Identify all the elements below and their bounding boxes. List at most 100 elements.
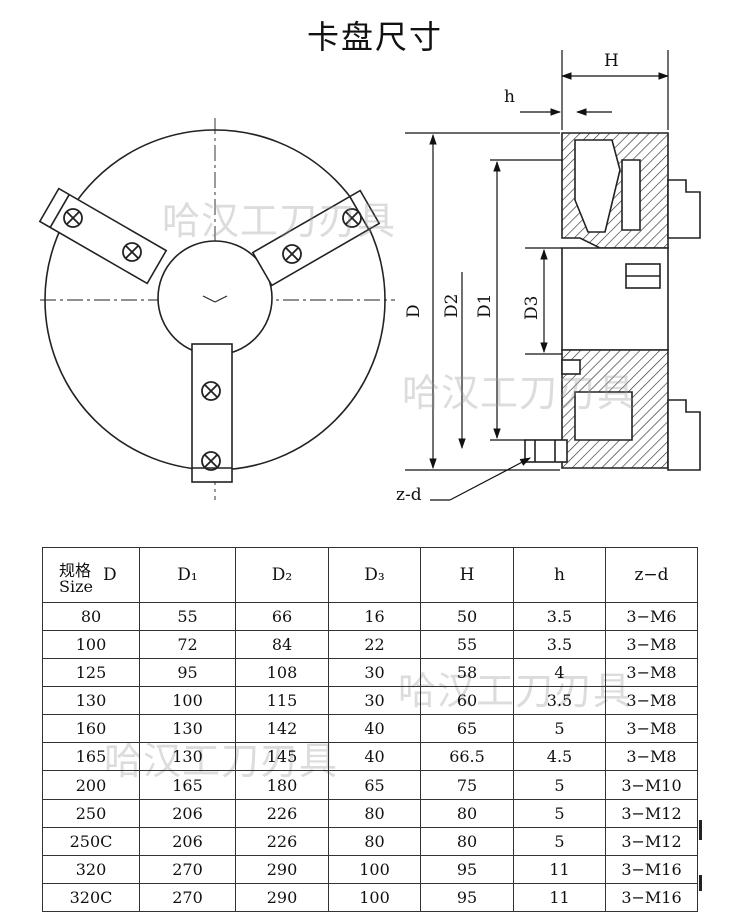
table-cell: 130 — [139, 714, 236, 744]
table-cell: 66.5 — [420, 742, 514, 772]
table-cell: 95 — [139, 658, 236, 688]
label-H: H — [604, 51, 619, 71]
table-cell: 5 — [513, 798, 606, 828]
table-cell: 3.5 — [513, 601, 606, 632]
table-cell: 3.5 — [513, 630, 606, 660]
label-D1: D1 — [475, 294, 495, 318]
table-cell: 3.5 — [513, 686, 606, 716]
table-cell: 30 — [328, 686, 421, 716]
table-cell: 30 — [328, 658, 421, 688]
table-cell: 80 — [420, 798, 514, 828]
dimension-labels: H h D D2 D1 D3 z-d — [396, 51, 619, 505]
label-D3: D3 — [522, 296, 542, 320]
header-h-upper: H — [420, 547, 514, 603]
table-cell: 165 — [139, 770, 236, 800]
jaw-right — [251, 189, 381, 287]
table-cell: 3−M12 — [605, 826, 698, 856]
table-cell: 3−M8 — [605, 630, 698, 660]
table-cell: 3−M8 — [605, 742, 698, 772]
front-view — [38, 118, 395, 500]
table-cell: 290 — [235, 882, 329, 913]
table-cell: 60 — [420, 686, 514, 716]
table-cell: 142 — [235, 714, 329, 744]
table-cell: 55 — [139, 601, 236, 632]
header-h-lower: h — [513, 547, 606, 603]
table-cell: 4 — [513, 658, 606, 688]
table-cell: 72 — [139, 630, 236, 660]
table-cell: 320 — [42, 854, 140, 884]
table-cell: 320C — [42, 882, 140, 913]
table-cell: 3−M12 — [605, 798, 698, 828]
table-cell: 115 — [235, 686, 329, 716]
table-cell: 250 — [42, 798, 140, 828]
table-cell: 108 — [235, 658, 329, 688]
table-cell: 40 — [328, 714, 421, 744]
table-cell: 95 — [420, 854, 514, 884]
table-cell: 226 — [235, 826, 329, 856]
table-cell: 4.5 — [513, 742, 606, 772]
table-cell: 40 — [328, 742, 421, 772]
table-cell: 226 — [235, 798, 329, 828]
table-cell: 270 — [139, 854, 236, 884]
table-cell: 75 — [420, 770, 514, 800]
header-d1: D₁ — [139, 547, 236, 603]
label-zd: z-d — [396, 485, 422, 505]
table-cell: 200 — [42, 770, 140, 800]
table-cell: 130 — [139, 742, 236, 772]
table-cell: 206 — [139, 798, 236, 828]
table-cell: 100 — [328, 882, 421, 913]
center-bore — [157, 240, 273, 356]
table-cell: 3−M8 — [605, 686, 698, 716]
label-D2: D2 — [442, 294, 462, 318]
table-cell: 16 — [328, 601, 421, 632]
table-cell: 145 — [235, 742, 329, 772]
chuck-drawing: H h D D2 D1 D3 z-d — [38, 50, 701, 505]
table-cell: 290 — [235, 854, 329, 884]
table-cell: 22 — [328, 630, 421, 660]
table-cell: 11 — [513, 882, 606, 913]
table-cell: 80 — [420, 826, 514, 856]
header-zd: z−d — [605, 547, 698, 603]
table-cell: 5 — [513, 770, 606, 800]
table-cell: 11 — [513, 854, 606, 884]
table-cell: 84 — [235, 630, 329, 660]
table-cell: 80 — [328, 826, 421, 856]
table-cell: 100 — [139, 686, 236, 716]
edge-mark — [699, 820, 702, 840]
table-cell: 3−M10 — [605, 770, 698, 800]
table-cell: 160 — [42, 714, 140, 744]
table-header-row: 规格 Size D D₁ D₂ D₃ H h z−d — [42, 547, 698, 603]
table-cell: 80 — [328, 798, 421, 828]
table-cell: 250C — [42, 826, 140, 856]
dimension-lines — [405, 50, 670, 501]
table-cell: 3−M16 — [605, 882, 698, 913]
table-cell: 5 — [513, 826, 606, 856]
table-cell: 65 — [328, 770, 421, 800]
table-cell: 180 — [235, 770, 329, 800]
jaw-left — [38, 187, 168, 285]
section-view — [524, 132, 701, 471]
screw-icons — [63, 208, 362, 471]
table-cell: 55 — [420, 630, 514, 660]
header-size-cn: 规格 — [59, 561, 92, 580]
table-cell: 95 — [420, 882, 514, 913]
header-d: D — [103, 565, 117, 585]
table-cell: 80 — [42, 601, 140, 632]
table-cell: 50 — [420, 601, 514, 632]
table-cell: 270 — [139, 882, 236, 913]
table-cell: 3−M8 — [605, 658, 698, 688]
table-cell: 5 — [513, 714, 606, 744]
header-d2: D₂ — [235, 547, 329, 603]
